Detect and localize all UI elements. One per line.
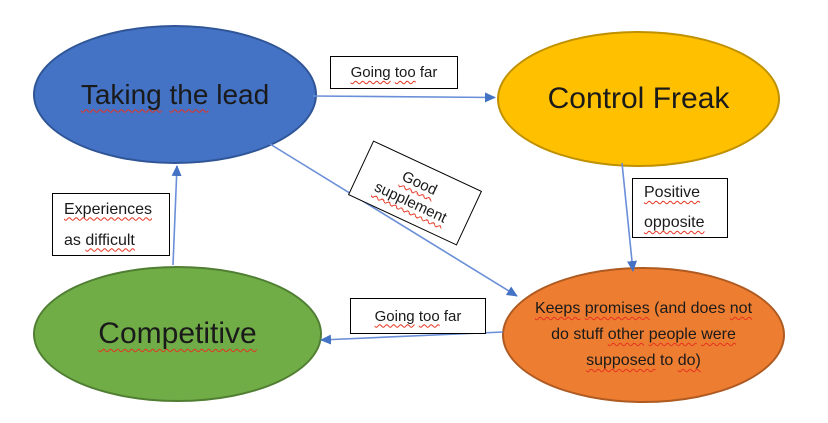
label-going-too-far-bottom-text: Going too far [374,307,462,325]
node-taking-the-lead[interactable]: Taking the lead [33,25,317,164]
label-going-too-far-top[interactable]: Going too far [330,56,458,89]
label-going-too-far-top-text: Going too far [350,64,438,81]
arrow-control-freak-to-keeps-promises[interactable] [621,162,637,272]
arrow-taking-lead-to-control-freak[interactable] [312,92,496,103]
arrow-competitive-to-taking-lead[interactable] [171,165,182,266]
arrow-taking-lead-to-keeps-promises[interactable] [269,143,518,297]
node-competitive[interactable]: Competitive [33,266,322,402]
node-control-freak-label: Control Freak [547,82,730,115]
node-competitive-label: Competitive [98,317,257,350]
label-going-too-far-bottom[interactable]: Going too far [350,298,486,334]
node-control-freak[interactable]: Control Freak [497,31,780,167]
node-taking-the-lead-label: Taking the lead [80,78,270,110]
